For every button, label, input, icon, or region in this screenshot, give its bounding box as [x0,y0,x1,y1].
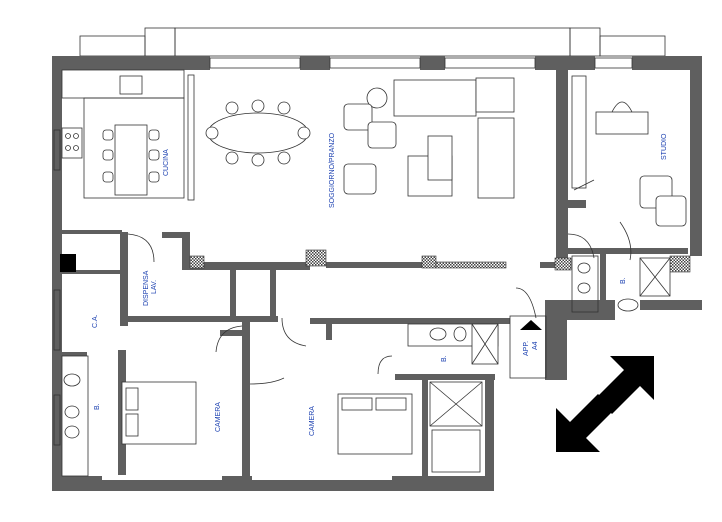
windows [53,57,633,446]
entry-area [509,315,547,379]
living-furniture [205,77,515,199]
studio-furniture [571,75,687,227]
columns [60,249,691,273]
label-dispensa: DISPENSA [143,270,150,306]
label-camera-center: CAMERA [309,406,316,436]
label-app: APP. [523,341,530,356]
label-bagno-center: B. [441,355,448,362]
label-bagno-left: B. [94,403,101,410]
label-soggiorno: SOGGIORNO/PRANZO [329,132,336,208]
balcony [79,27,666,57]
label-bagno-right: B. [620,277,627,284]
doors [127,179,632,385]
label-studio: STUDIO [661,133,668,160]
beds [121,381,413,455]
outer-walls [52,56,702,491]
label-ca: C.A. [92,314,99,328]
bathroom-fixtures [61,255,671,477]
label-dispensa-lav: LAV. [151,280,158,294]
label-app-a4: A4 [532,341,539,350]
diagonal-double-arrow-icon [556,356,654,452]
entrance-triangle-icon [520,320,542,330]
label-cucina: CUCINA [163,149,170,176]
label-camera-left: CAMERA [215,402,222,432]
kitchen-furniture [61,69,185,199]
